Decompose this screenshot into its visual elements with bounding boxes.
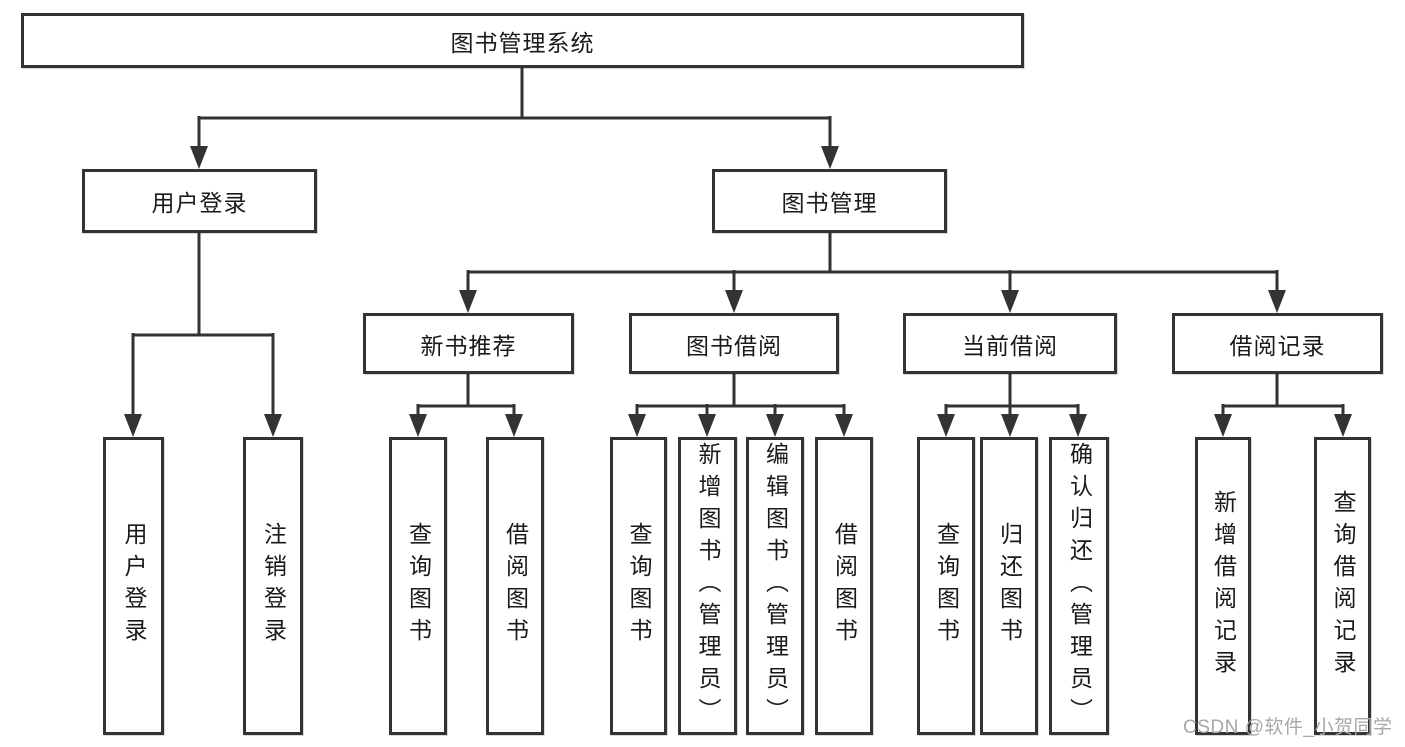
leaf-return-book: 归还图书 [980,437,1038,735]
node-new-book-recommendation: 新书推荐 [363,313,574,374]
leaf-query-books-current: 查询图书 [917,437,975,735]
node-current-borrowing: 当前借阅 [903,313,1117,374]
node-borrowing-records: 借阅记录 [1172,313,1383,374]
node-library-management-system: 图书管理系统 [21,13,1024,68]
leaf-borrow-books-borrowing: 借阅图书 [815,437,873,735]
leaf-query-borrow-record: 查询借阅记录 [1314,437,1371,735]
node-book-borrowing: 图书借阅 [629,313,839,374]
leaf-logout: 注销登录 [243,437,303,735]
leaf-add-borrow-record: 新增借阅记录 [1195,437,1251,735]
node-user-login: 用户登录 [82,169,317,233]
leaf-query-books-recommend: 查询图书 [389,437,447,735]
leaf-user-login: 用户登录 [103,437,164,735]
leaf-query-books-borrowing: 查询图书 [610,437,667,735]
node-book-management: 图书管理 [712,169,947,233]
csdn-watermark: CSDN @软件_小贺同学 [1183,717,1393,738]
arrowheads [124,146,1352,437]
leaf-confirm-return-admin: 确认归还（管理员） [1049,437,1109,735]
leaf-borrow-books-recommend: 借阅图书 [486,437,544,735]
leaf-edit-book-admin: 编辑图书（管理员） [746,437,804,735]
leaf-add-book-admin: 新增图书（管理员） [678,437,737,735]
